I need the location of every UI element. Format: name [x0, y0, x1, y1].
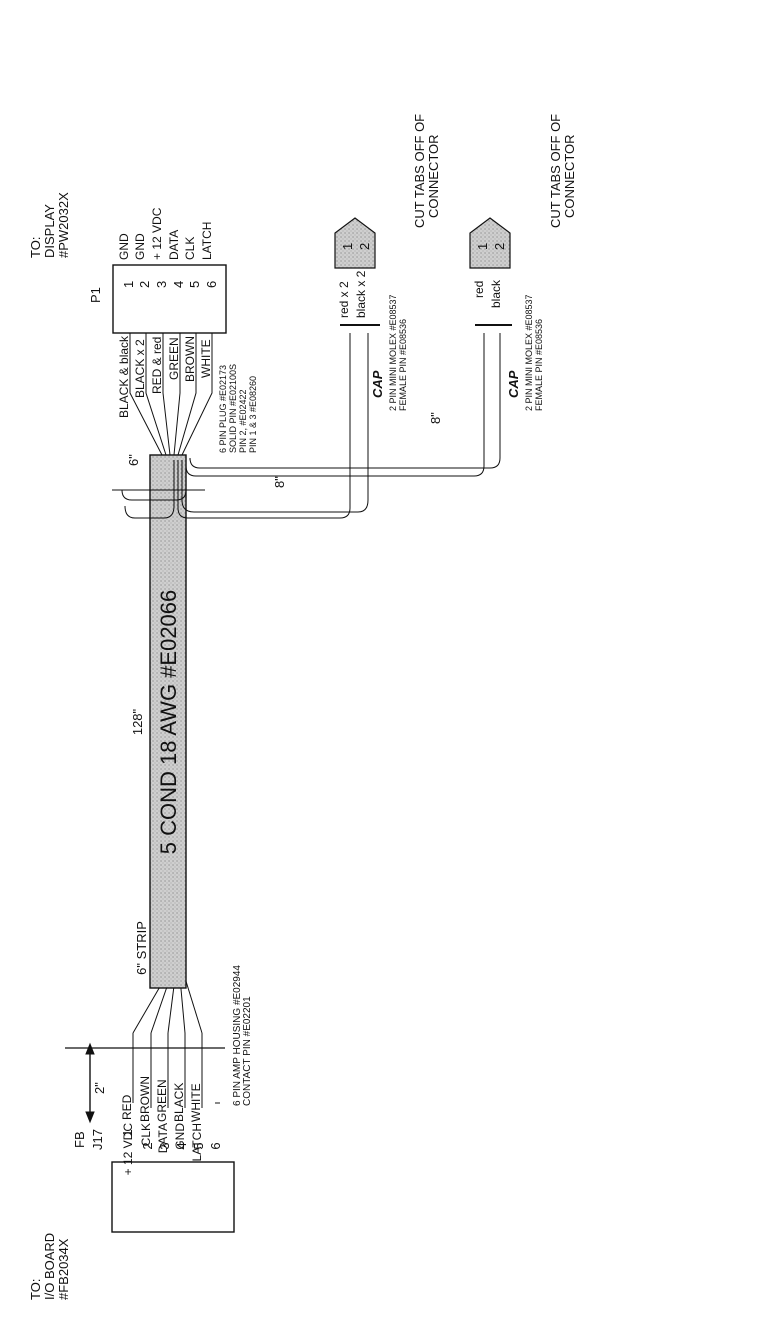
j17-pin-3: 3 — [157, 1142, 172, 1149]
p1-pin-4: 4 — [171, 281, 186, 288]
display-label: TO: DISPLAY #PW2032X — [28, 192, 71, 258]
p1-signal-6: LATCH — [200, 222, 214, 260]
display-part: #PW2032X — [56, 192, 71, 258]
p1-notes: 6 PIN PLUG #E02173 SOLID PIN #E02100S PI… — [218, 364, 258, 453]
j17-signals: + 12 VDC CLK DATA GND LATCH — [121, 1123, 204, 1176]
connector-b-cut-2: CONNECTOR — [562, 134, 577, 218]
j17-pin-1: 1 — [120, 1129, 135, 1136]
j17-pin-2: 2 — [140, 1142, 155, 1149]
main-cable — [149, 454, 187, 989]
j17-label: J17 — [90, 1129, 105, 1150]
p1-pin-5: 5 — [187, 281, 202, 288]
p1-note-3: PIN 2, #E02422 — [238, 389, 248, 453]
j17-pins: 1 2 3 4 5 6 — [120, 1129, 223, 1149]
j17-wire-white: WHITE — [189, 1083, 203, 1122]
connector-b-wire-1: red — [472, 281, 486, 298]
p1-signal-2: GND — [133, 233, 147, 260]
connector-b-wire-2: black — [489, 279, 503, 308]
j17-wire-black: BLACK — [172, 1083, 186, 1122]
p1-wire-3: RED & red — [150, 337, 164, 394]
j17-dimension — [65, 1042, 225, 1124]
j17-wire-red: RED — [120, 1094, 134, 1120]
p1-signal-1: GND — [117, 233, 131, 260]
j17-note-2: CONTACT PIN #E02201 — [242, 996, 253, 1106]
p1-wire-labels: BLACK & black BLACK x 2 RED & red GREEN … — [117, 335, 213, 418]
p1-label: P1 — [88, 287, 103, 303]
j17-wire-brown: BROWN — [138, 1076, 152, 1122]
io-board-label: TO: I/O BOARD #FB2034X — [28, 1233, 71, 1300]
p1-signals: GND GND + 12 VDC DATA CLK LATCH — [117, 207, 214, 260]
branch-dim-2: 8" — [428, 412, 443, 424]
p1-connector — [112, 264, 227, 334]
display-name: DISPLAY — [42, 204, 57, 258]
p1-pin-6: 6 — [204, 281, 219, 288]
connector-a-note-2: FEMALE PIN #E08536 — [398, 319, 408, 411]
p1-signal-4: DATA — [167, 230, 181, 260]
branch-leads — [121, 333, 501, 519]
io-board-to: TO: — [28, 1279, 43, 1300]
connector-a-cut-1: CUT TABS OFF OF — [412, 114, 427, 228]
p1-signal-3: + 12 VDC — [150, 207, 164, 260]
j17-signal-12vdc: + 12 VDC — [121, 1123, 135, 1176]
connector-b-cut-1: CUT TABS OFF OF — [548, 114, 563, 228]
j17-signal-gnd: GND — [173, 1123, 187, 1150]
p1-wires — [129, 333, 213, 456]
j17-dim-label: 2" — [92, 1082, 107, 1094]
p1-pin-1: 1 — [121, 281, 136, 288]
io-board-name: I/O BOARD — [42, 1233, 57, 1300]
cable-strip: 6" STRIP — [134, 921, 149, 975]
fb-label: FB — [72, 1131, 87, 1148]
j17-pin-5: 5 — [191, 1142, 206, 1149]
io-board-part: #FB2034X — [56, 1238, 71, 1300]
j17-pin-6: 6 — [208, 1142, 223, 1149]
p1-pin-2: 2 — [137, 281, 152, 288]
connector-a-wire-2: black x 2 — [354, 270, 368, 318]
p1-note-2: SOLID PIN #E02100S — [228, 364, 238, 453]
p1-note-4: PIN 1 & 3 #E08260 — [248, 376, 258, 453]
branch-dim-1: 8" — [272, 476, 287, 488]
p1-pins: 1 2 3 4 5 6 — [121, 281, 219, 288]
connector-a-pin-1: 1 — [340, 243, 355, 250]
connector-a-shell — [334, 217, 376, 269]
j17-note-1: 6 PIN AMP HOUSING #E02944 — [232, 965, 243, 1106]
cable-label: 5 COND 18 AWG #E02066 — [156, 590, 181, 855]
j17-signal-clk: CLK — [139, 1123, 153, 1146]
p1-dim-label: 6" — [126, 454, 141, 466]
connector-a-note-1: 2 PIN MINI MOLEX #E08537 — [388, 294, 398, 411]
j17-signal-latch: LATCH — [190, 1123, 204, 1161]
p1-wire-5: BROWN — [183, 336, 197, 382]
connector-b-pin-1: 1 — [475, 243, 490, 250]
j17-wire-labels: RED BROWN GREEN BLACK WHITE — [120, 1076, 203, 1122]
connector-a-cut-2: CONNECTOR — [426, 134, 441, 218]
p1-pin-3: 3 — [154, 281, 169, 288]
j17-pin-4: 4 — [174, 1142, 189, 1149]
p1-wire-4: GREEN — [167, 337, 181, 380]
j17-wire-green: GREEN — [155, 1079, 169, 1122]
connector-b-note-2: FEMALE PIN #E08536 — [534, 319, 544, 411]
display-to: TO: — [28, 237, 43, 258]
connector-a-pin-2: 2 — [357, 243, 372, 250]
connector-a-wire-1: red x 2 — [337, 281, 351, 318]
p1-signal-5: CLK — [183, 237, 197, 260]
connector-b-cap: CAP — [506, 370, 521, 398]
rotated-drawing: TO: I/O BOARD #FB2034X FB J17 1 2 3 4 5 … — [28, 114, 577, 1300]
j17-signal-data: DATA — [156, 1123, 170, 1153]
cable-length: 128" — [130, 708, 145, 735]
connector-b-note-1: 2 PIN MINI MOLEX #E08537 — [524, 294, 534, 411]
connector-a-cap: CAP — [370, 370, 385, 398]
p1-note-1: 6 PIN PLUG #E02173 — [218, 365, 228, 453]
connector-b: 1 2 red black CAP 2 PIN MINI MOLEX #E085… — [469, 114, 577, 411]
p1-wire-2: BLACK x 2 — [133, 339, 147, 398]
p1-wire-6: WHITE — [199, 339, 213, 378]
connector-a: 1 2 red x 2 black x 2 CAP 2 PIN MINI MOL… — [334, 114, 441, 411]
p1-wire-1: BLACK & black — [117, 335, 131, 418]
connector-b-shell — [469, 217, 511, 269]
connector-b-pin-2: 2 — [492, 243, 507, 250]
